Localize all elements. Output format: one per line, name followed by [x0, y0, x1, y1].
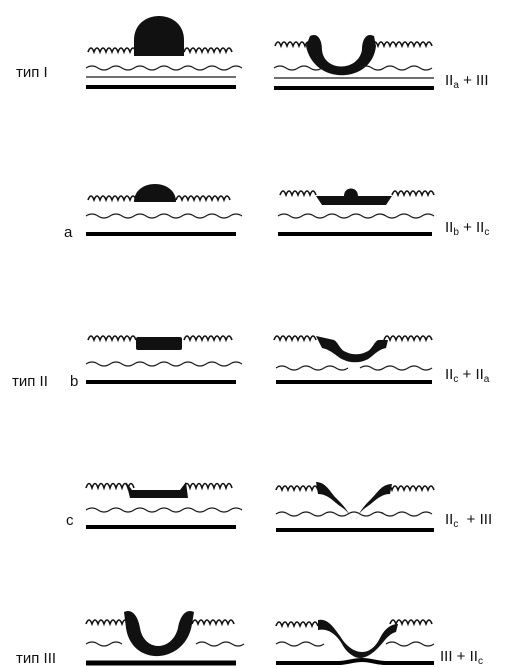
villi-left: [274, 41, 312, 49]
villi-right: [191, 619, 235, 627]
lesion-shape: [136, 337, 182, 350]
combo-sub1: c: [453, 519, 459, 530]
combo-plus: +: [458, 366, 476, 383]
lesion-shape: [126, 482, 188, 498]
panel-type2a-left: [85, 184, 243, 236]
combo-main1: II: [445, 511, 454, 528]
panel-type1-right: [273, 34, 434, 90]
villi-left: [279, 190, 317, 198]
combo-sub1: b: [453, 227, 459, 238]
villi-right: [175, 195, 231, 203]
mucosa-line: [85, 641, 245, 647]
label-type1: тип I: [16, 64, 48, 81]
villi-right: [183, 482, 233, 491]
lesion-shape: [306, 34, 376, 76]
label-type2: тип II: [12, 373, 48, 390]
label-combo-3: IIc + IIa: [445, 366, 490, 385]
mucosa-line: [275, 511, 433, 517]
muscularis-line: [276, 657, 434, 665]
combo-plus: +: [458, 219, 477, 236]
panel-type3-left: [85, 610, 245, 666]
panel-type2c-left: [85, 482, 243, 529]
mucosa-line: [273, 65, 433, 71]
villi-right: [385, 485, 435, 493]
villi-right: [389, 619, 433, 627]
combo-main1: II: [445, 366, 454, 383]
lesion-shape: [134, 184, 176, 202]
mucosa-line: [277, 213, 435, 219]
panel-type1-left: [85, 16, 243, 89]
villi-right: [183, 47, 233, 55]
panel-type2b-right: [277, 188, 435, 236]
combo-sub1: c: [453, 374, 459, 385]
mucosa-line: [85, 213, 243, 219]
combo-plus: +: [458, 511, 480, 528]
combo-sub1: a: [453, 80, 459, 91]
combo-main1: III: [440, 648, 453, 665]
panel-type2c-iii-right: [275, 482, 435, 532]
label-subtype-a: a: [64, 224, 73, 241]
label-subtype-c: c: [66, 512, 74, 529]
lesion-shape: [316, 336, 388, 363]
villi-left: [275, 485, 319, 493]
villi-right: [183, 335, 233, 343]
lesion-shape: [316, 482, 392, 520]
panel-type2c-right: [273, 335, 433, 384]
mucosa-line: [275, 365, 433, 371]
panel-type2b-left: [85, 335, 243, 384]
label-combo-1: IIa + III: [445, 72, 489, 91]
combo-main2: II: [476, 219, 485, 236]
label-combo-5: III + IIc: [440, 648, 483, 667]
villi-left: [85, 482, 135, 491]
combo-sub2: a: [483, 374, 490, 385]
villi-right: [371, 41, 433, 49]
villi-left: [87, 195, 137, 203]
mucosa-line: [275, 641, 435, 647]
label-type3: тип III: [16, 650, 57, 667]
mucosa-line: [85, 361, 243, 367]
label-subtype-b: b: [70, 373, 79, 390]
combo-sub2: c: [477, 656, 483, 667]
lesion-shape: [318, 619, 398, 658]
lesion-shape: [124, 610, 194, 657]
villi-left: [87, 335, 137, 343]
villi-left: [275, 621, 319, 629]
combo-main2: II: [475, 366, 484, 383]
combo-plus: +: [452, 648, 470, 665]
combo-main2: III: [479, 511, 493, 528]
combo-sub2: c: [484, 227, 490, 238]
villi-right: [391, 190, 435, 198]
villi-left: [85, 619, 129, 627]
combo-main1: II: [445, 219, 454, 236]
label-combo-2: IIb + IIc: [445, 219, 490, 238]
combo-main1: II: [445, 72, 454, 89]
mucosa-line: [85, 65, 243, 71]
lesion-shape: [316, 188, 392, 205]
villi-right: [383, 335, 433, 343]
panel-type3-iic-right: [275, 619, 435, 665]
villi-left: [273, 335, 317, 343]
lesion-shape: [134, 16, 184, 56]
combo-main2: II: [469, 648, 478, 665]
label-combo-4: IIc + III: [445, 511, 493, 530]
combo-main2: III: [476, 72, 489, 89]
mucosa-line: [85, 507, 243, 513]
villi-left: [87, 47, 137, 55]
combo-plus: +: [458, 72, 477, 89]
